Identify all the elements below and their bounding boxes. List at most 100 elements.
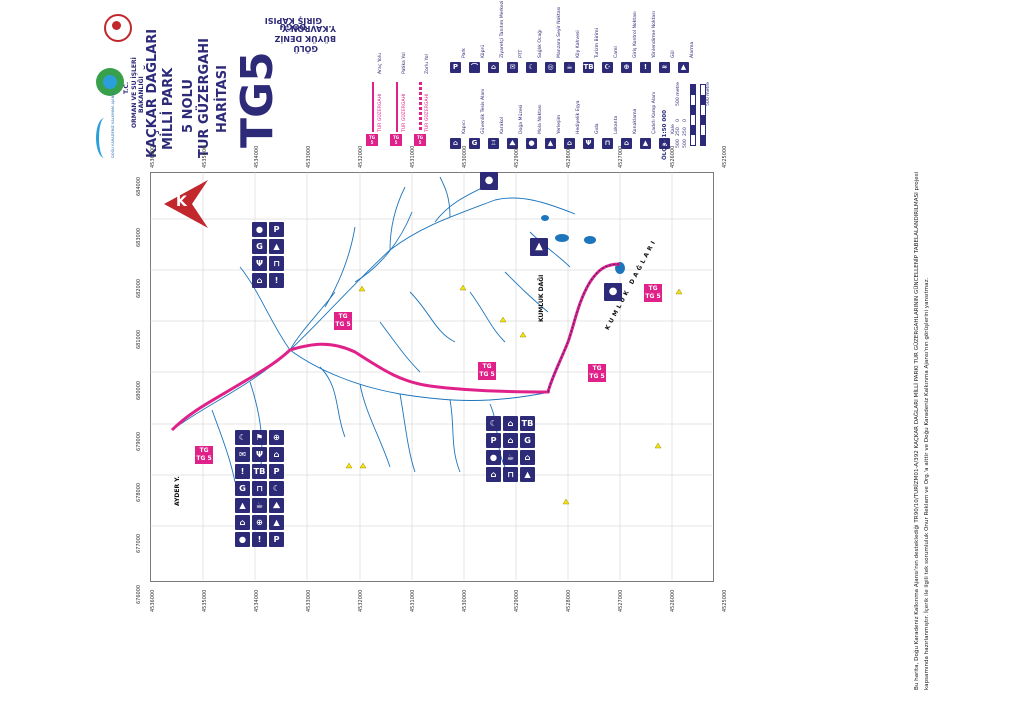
top-tick: 4528000 <box>566 145 572 168</box>
top-tick: 4536000 <box>150 145 156 168</box>
map-symbol-icon: ⌂ <box>503 433 518 448</box>
legend-label-tourism: Turizm Birimi <box>595 28 600 58</box>
camp-icon: ▲ <box>640 138 651 149</box>
header-park-1: KAÇKAR DAĞLARI <box>145 28 160 158</box>
route-code: TG5 <box>232 51 283 148</box>
top-tick: 4530000 <box>462 145 468 168</box>
doorkeeper-icon: ⌂ <box>450 138 461 149</box>
map-symbol-icon: ! <box>269 273 284 288</box>
scale-bar-1 <box>690 84 696 146</box>
legend-label-parking: Park <box>462 48 467 58</box>
top-tick: 4526000 <box>670 145 676 168</box>
health-icon: ☾ <box>526 62 537 73</box>
legend-label-lodging: Konaklama <box>633 108 638 134</box>
map-symbol-icon: ⌂ <box>486 467 501 482</box>
map-symbol-icon: P <box>269 222 284 237</box>
header-from: Y.KAVRON Y. <box>280 24 337 33</box>
map-symbol-icon: P <box>269 464 284 479</box>
map-symbol-icon: G <box>252 239 267 254</box>
header-route-1: 5 NOLU <box>181 79 196 133</box>
map-symbol-icon: ▲ <box>235 498 250 513</box>
legend-label-lake: Göl <box>671 50 676 58</box>
map-symbol-icon: ☕ <box>503 450 518 465</box>
header-route-3: HARİTASI <box>215 65 230 133</box>
map-frame <box>150 172 714 582</box>
legend-label-souvenir: Hediyelik Eşya <box>576 100 581 134</box>
footer-line-2: kapsamında hazırlanmıştır. İçerik ile il… <box>924 277 930 690</box>
map-symbol-icon: ▲ <box>269 515 284 530</box>
bottom-tick: 4534000 <box>254 589 260 612</box>
ministry-emblem-icon <box>104 14 132 42</box>
map-symbol-icon: ▲ <box>520 467 535 482</box>
rivers <box>171 176 576 483</box>
legend-route-type-2: TUR GÜZERGAHI <box>402 93 407 132</box>
souvenir-icon: ⌂ <box>564 138 575 149</box>
map-symbol-icon: ⌂ <box>235 515 250 530</box>
left-tick: 680000 <box>136 380 142 400</box>
legend-label-visitor-center: Ziyaretçi Tanıtım Merkezi <box>500 0 505 58</box>
left-tick: 676000 <box>136 584 142 604</box>
parking-icon: P <box>450 62 461 73</box>
legend-label-security: Güvenlik Tesis Alanı <box>481 88 486 134</box>
north-arrow-icon <box>164 180 208 228</box>
legend-route-hard-label: Zorlu Yol <box>425 54 430 74</box>
map-symbol-icon: ● <box>252 222 267 237</box>
header-route-2: TUR GÜZERGAHI <box>197 38 212 158</box>
ministry-emblem-inner-icon <box>112 21 121 30</box>
bottom-tick: 4525000 <box>722 589 728 612</box>
alarm-icon: ▲ <box>678 62 689 73</box>
header-park-2: MİLLİ PARK <box>161 67 176 150</box>
legend-label-entry-control: Giriş Kontrol Noktası <box>633 11 638 58</box>
map-symbol-icon: TB <box>520 416 535 431</box>
bottom-tick: 4530000 <box>462 589 468 612</box>
map-symbol-icon: ☕ <box>252 498 267 513</box>
legend-label-rest: Mola Noktası <box>538 104 543 134</box>
legend-label-food: Gıda <box>595 123 600 134</box>
lake-icon: ≈ <box>659 62 670 73</box>
left-tick: 677000 <box>136 533 142 553</box>
bottom-tick: 4536000 <box>150 589 156 612</box>
top-tick: 4534000 <box>254 145 260 168</box>
scale-tick-a3: 500 metre <box>676 82 681 106</box>
map-symbol-icon: Ψ <box>252 447 267 462</box>
peaks <box>345 284 683 505</box>
legend-label-museum: Doğa Müzesi <box>519 104 524 134</box>
left-tick: 679000 <box>136 431 142 451</box>
map-symbol-icon: ● <box>480 172 498 190</box>
map-symbol-icon: ⚑ <box>252 430 267 445</box>
left-tick: 684000 <box>136 176 142 196</box>
map-symbol-icon: P <box>269 532 284 547</box>
bottom-tick: 4527000 <box>618 589 624 612</box>
bottom-tick: 4526000 <box>670 589 676 612</box>
top-tick: 4535000 <box>202 145 208 168</box>
legend-label-doorkeeper: Kapıcı <box>462 120 467 134</box>
map-symbol-icon: ⌂ <box>252 273 267 288</box>
left-tick: 678000 <box>136 482 142 502</box>
food-icon: Ψ <box>583 138 594 149</box>
place-kumluk-dagi: KUMLUK DAĞI <box>538 274 545 322</box>
scale-tick-b2: 0 <box>683 119 688 122</box>
top-tick: 4533000 <box>306 145 312 168</box>
map-symbol-icon: ⌂ <box>520 450 535 465</box>
park-logo-inner-icon <box>103 75 117 89</box>
mosque-icon: ☪ <box>602 62 613 73</box>
agency-logo-text: DOĞU KARADENİZ KALKINMA AJANSI <box>111 92 115 158</box>
legend-route-road <box>372 82 374 132</box>
scale-bar-2 <box>700 84 706 146</box>
legend-label-settlement: Yerleşim <box>557 114 562 134</box>
bridge-icon: ⌒ <box>469 62 480 73</box>
legend-label-alarm: Alarma <box>690 41 695 58</box>
viewpoint-icon: ◎ <box>545 62 556 73</box>
legend-label-bridge: Köprü <box>481 44 486 58</box>
map-symbol-icon: ⊕ <box>269 430 284 445</box>
map-symbol-icon: ☾ <box>269 481 284 496</box>
entry-control-icon: ⊕ <box>621 62 632 73</box>
map-symbol-icon: ▲ <box>530 238 548 256</box>
post-icon: ✉ <box>507 62 518 73</box>
map-symbol-icon: G <box>235 481 250 496</box>
